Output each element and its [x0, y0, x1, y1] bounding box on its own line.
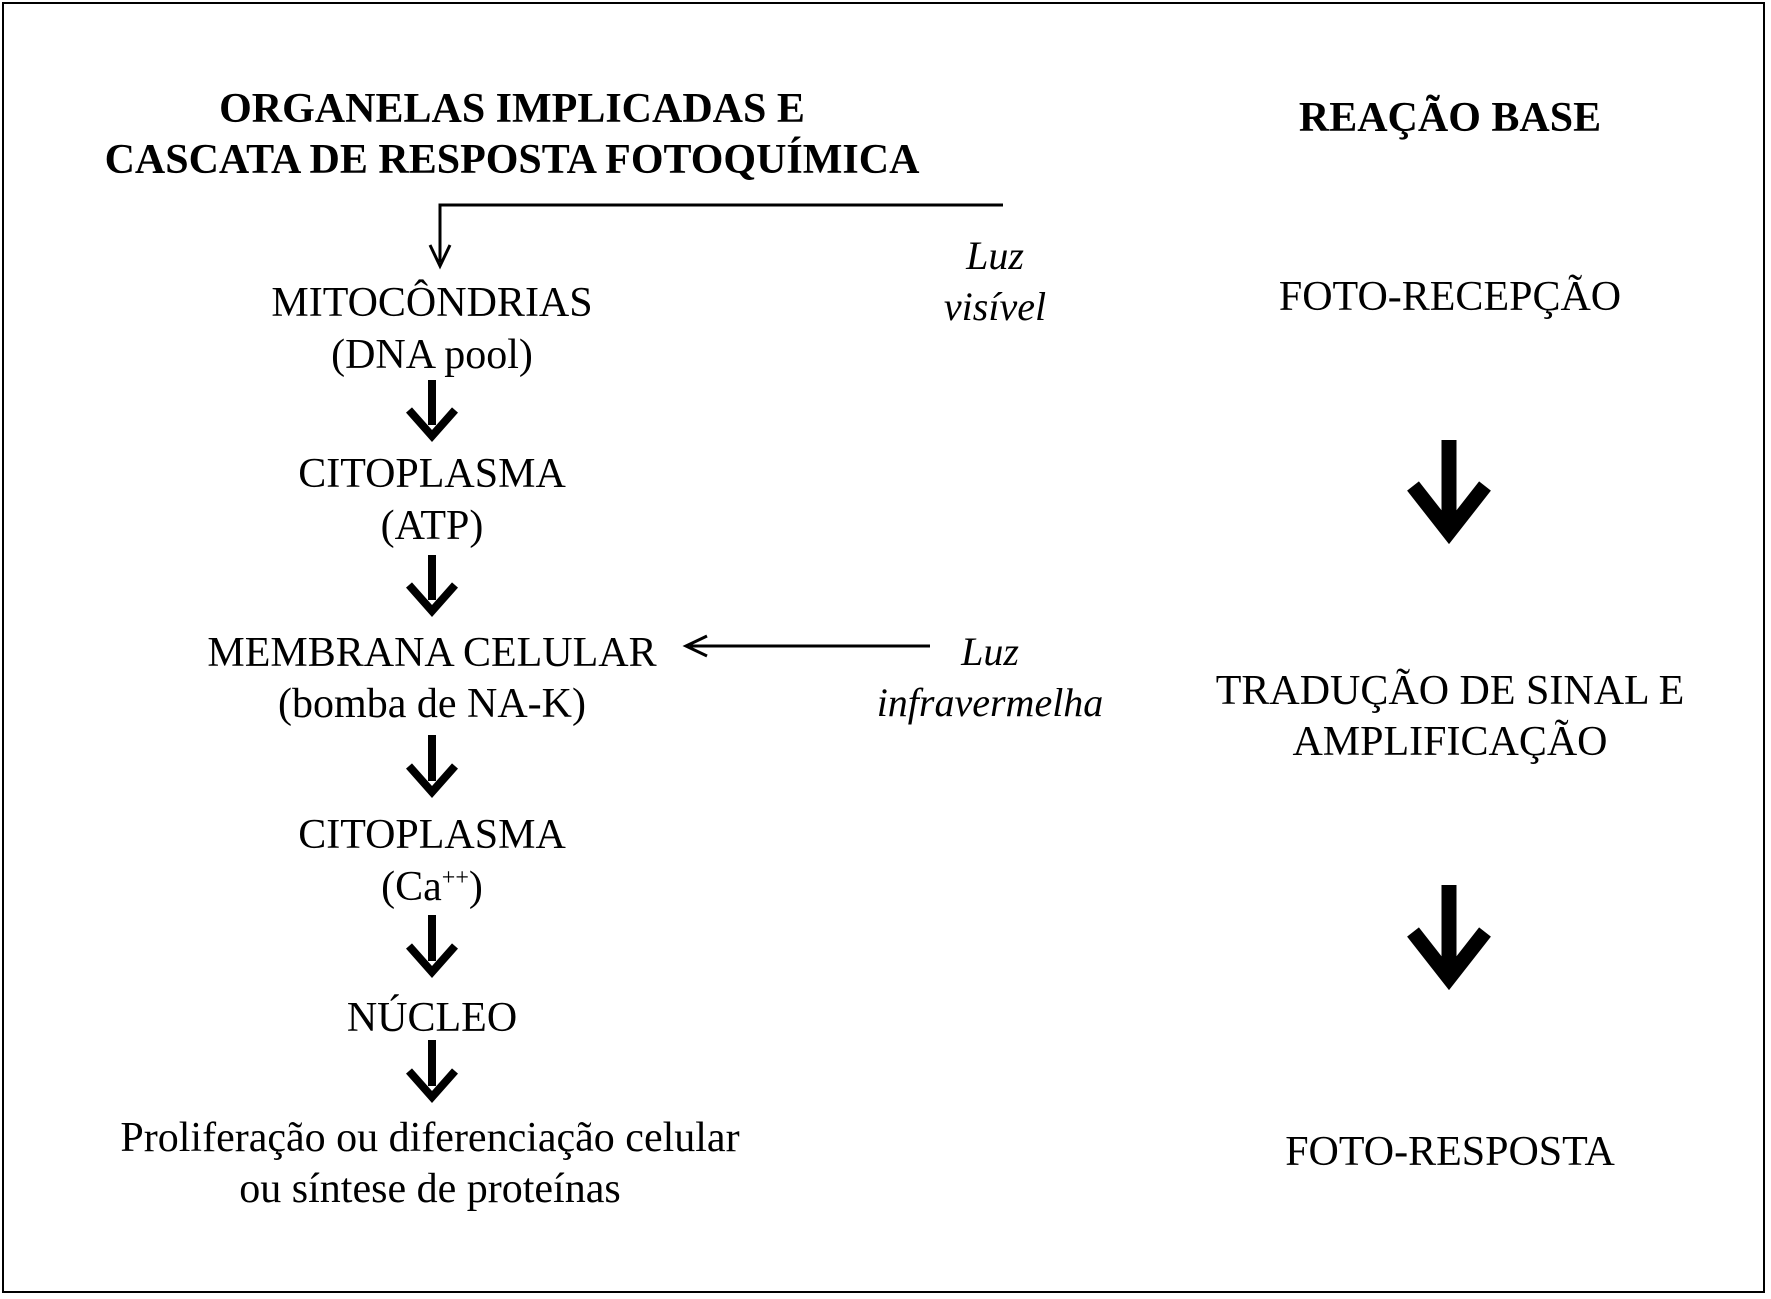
ca-prefix: (Ca	[381, 864, 442, 910]
node-cell-membrane-sub: (bomba de NA-K)	[278, 681, 586, 727]
node-nucleus: NÚCLEO	[346, 995, 518, 1041]
left-header-line1: ORGANELAS IMPLICADAS E	[219, 86, 805, 132]
ca-superscript: ++	[441, 865, 469, 891]
node-cytoplasm-atp: CITOPLASMA	[298, 451, 566, 497]
outcome-line1: Proliferação ou diferenciação celular	[120, 1115, 740, 1161]
infrared-light-label-line1: Luz	[961, 629, 1019, 674]
visible-light-label-line2: visível	[943, 284, 1047, 329]
node-cytoplasm-ca-sub: (Ca++)	[170, 866, 694, 908]
base-step-transduction-line2: AMPLIFICAÇÃO	[1292, 719, 1608, 765]
node-mitochondria: MITOCÔNDRIAS	[271, 280, 593, 326]
visible-light-label-line1: Luz	[966, 233, 1024, 278]
ca-suffix: )	[468, 864, 483, 910]
node-cell-membrane: MEMBRANA CELULAR	[207, 630, 657, 676]
base-step-photoresponse: FOTO-RESPOSTA	[1285, 1129, 1615, 1175]
outcome-line2: ou síntese de proteínas	[239, 1166, 621, 1212]
arrow-down-icon	[1407, 440, 1491, 545]
arrow-down-icon	[406, 735, 458, 799]
infrared-light-label-line2: infravermelha	[876, 680, 1104, 725]
infrared-light-connector	[682, 634, 930, 658]
left-header-line2: CASCATA DE RESPOSTA FOTOQUÍMICA	[104, 137, 920, 183]
base-step-photoreception: FOTO-RECEPÇÃO	[1278, 274, 1622, 320]
arrow-down-icon	[1407, 885, 1491, 991]
arrow-down-icon	[406, 380, 458, 443]
arrow-down-icon	[406, 1040, 458, 1104]
visible-light-connector	[428, 203, 1003, 270]
arrow-down-icon	[406, 555, 458, 618]
right-header: REAÇÃO BASE	[1298, 95, 1602, 141]
arrow-down-icon	[406, 915, 458, 979]
node-cytoplasm-atp-sub: (ATP)	[380, 503, 484, 549]
node-mitochondria-sub: (DNA pool)	[331, 332, 533, 378]
node-cytoplasm-ca: CITOPLASMA	[298, 812, 566, 858]
base-step-transduction-line1: TRADUÇÃO DE SINAL E	[1215, 668, 1685, 714]
